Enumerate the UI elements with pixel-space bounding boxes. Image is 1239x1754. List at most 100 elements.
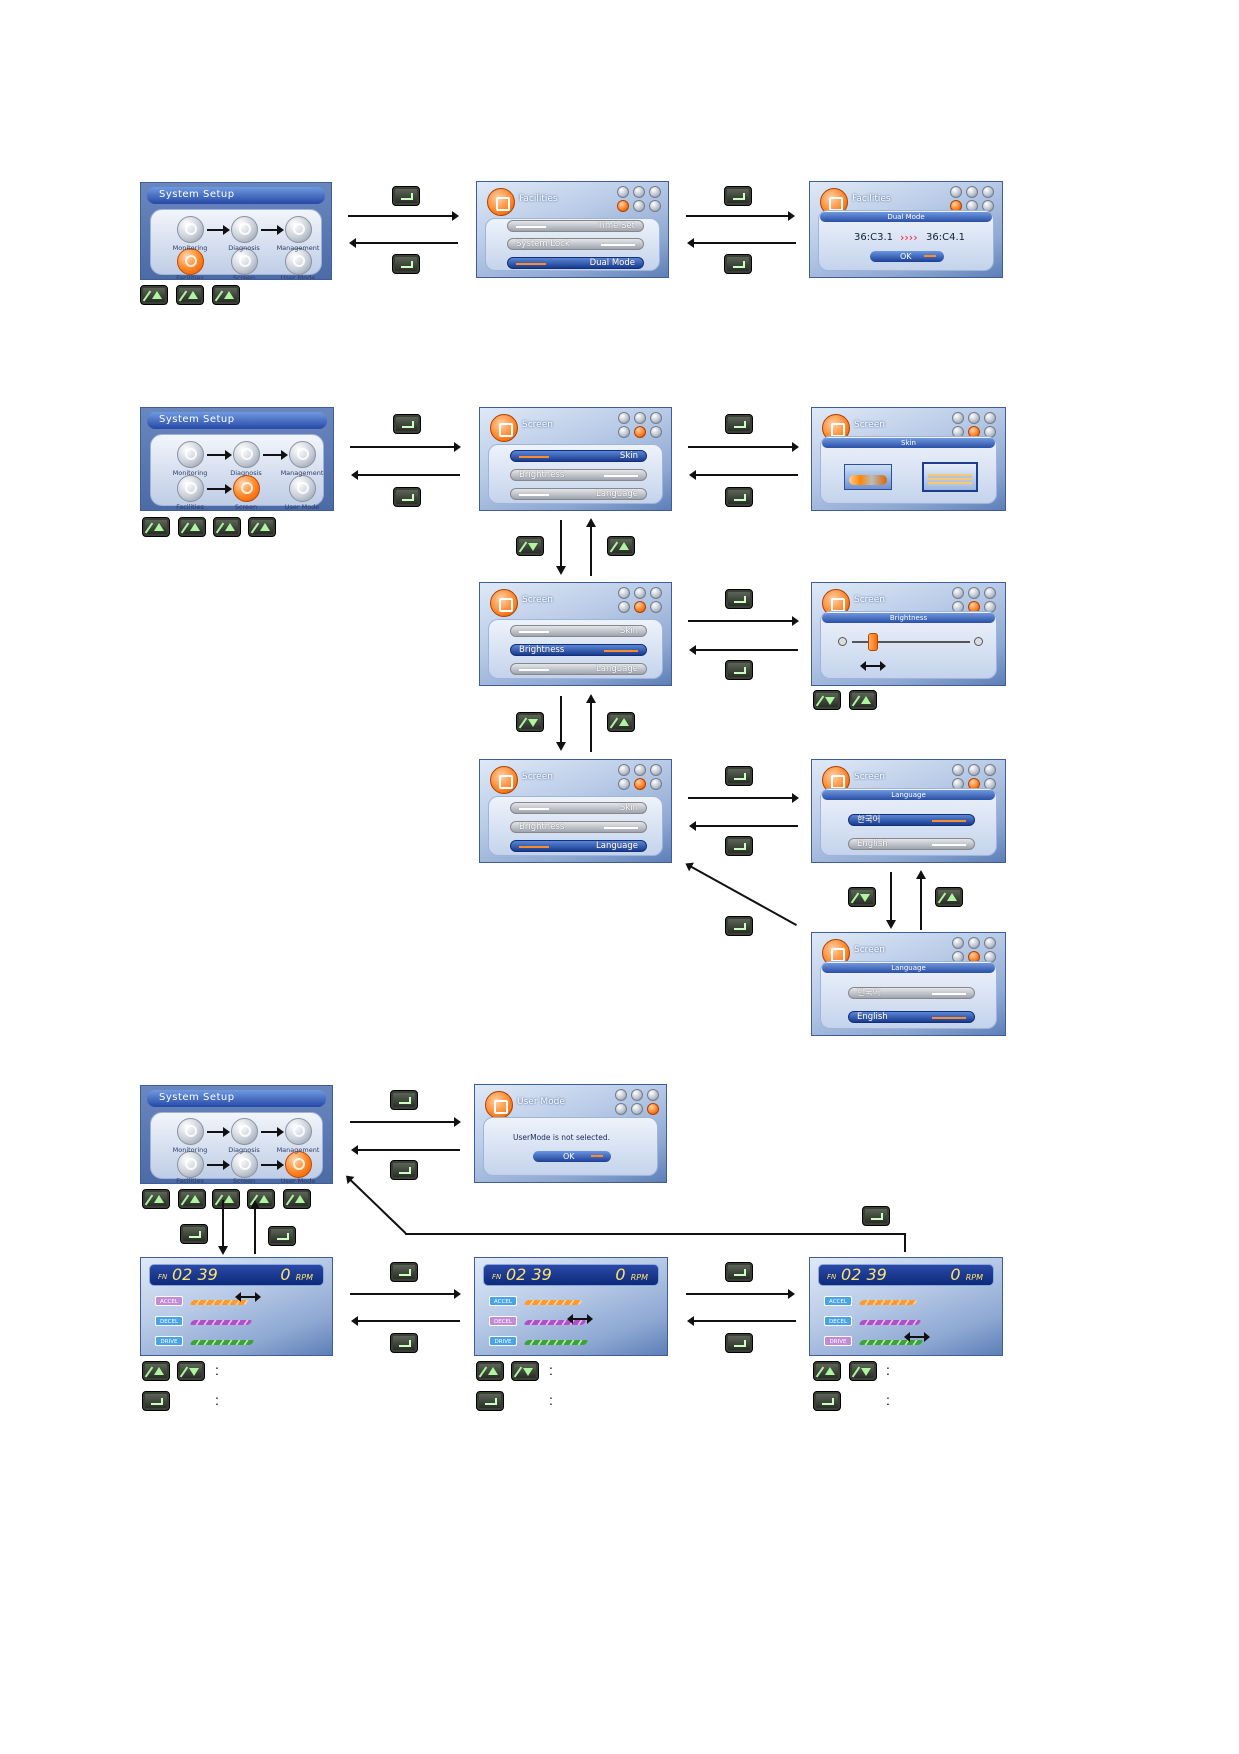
accel-tag[interactable]: ACCEL — [824, 1296, 852, 1306]
option-language[interactable]: Language — [510, 663, 647, 675]
language-panel-korean: Screen Language 한국어 English — [811, 759, 1006, 863]
mini-icon — [615, 1089, 627, 1101]
enter-key-icon — [813, 1391, 841, 1411]
drive-tag[interactable]: DRIVE — [824, 1336, 852, 1346]
option-brightness[interactable]: Brightness — [510, 469, 647, 481]
mini-icon — [634, 412, 646, 424]
up-arrow — [590, 526, 592, 576]
option-skin[interactable]: Skin — [510, 802, 647, 814]
option-english[interactable]: English — [848, 838, 975, 850]
up-key-icon — [935, 887, 963, 907]
option-language[interactable]: Language — [510, 840, 647, 852]
user-mode-icon[interactable] — [285, 248, 312, 275]
menu-area: Monitoring Diagnosis Management Faciliti… — [150, 1112, 323, 1183]
facilities-panel: Facilities Time Set System Lock Dual Mod… — [476, 181, 669, 278]
management-icon[interactable] — [285, 216, 312, 243]
label-management: Management — [276, 1146, 320, 1154]
time-readout: 02 39 — [841, 1265, 887, 1284]
plus-icon[interactable] — [974, 637, 983, 646]
dialog-header: Brightness — [822, 613, 995, 623]
facilities-icon[interactable] — [177, 1151, 204, 1178]
mini-icon — [968, 412, 980, 424]
screen-panel-brightness: Screen Skin Brightness Language — [479, 582, 672, 686]
mini-icon — [618, 587, 630, 599]
left-right-arrow-icon — [860, 661, 886, 671]
skin-option-1[interactable] — [844, 464, 892, 490]
diagnosis-icon[interactable] — [231, 216, 258, 243]
management-icon[interactable] — [285, 1118, 312, 1145]
rpm-value: 0 — [615, 1265, 626, 1284]
down-key-icon — [511, 1361, 539, 1381]
drive-tag[interactable]: DRIVE — [155, 1336, 183, 1346]
ok-button[interactable]: OK — [870, 251, 944, 262]
monitoring-icon[interactable] — [177, 441, 204, 468]
monitoring-icon[interactable] — [177, 216, 204, 243]
facilities-icon[interactable] — [177, 248, 204, 275]
screen-icon[interactable] — [231, 248, 258, 275]
decel-tag[interactable]: DECEL — [155, 1316, 183, 1326]
decel-tag[interactable]: DECEL — [824, 1316, 852, 1326]
enter-key-icon — [725, 414, 753, 434]
diagnosis-icon[interactable] — [233, 441, 260, 468]
brightness-slider-handle[interactable] — [868, 633, 878, 651]
facilities-icon[interactable] — [177, 475, 204, 502]
return-arrow — [348, 1178, 407, 1234]
arrow-icon — [207, 484, 232, 494]
screen-panel-language: Screen Skin Brightness Language — [479, 759, 672, 863]
accel-tag[interactable]: ACCEL — [155, 1296, 183, 1306]
fn-label: FN — [492, 1273, 502, 1281]
option-brightness[interactable]: Brightness — [510, 644, 647, 656]
management-icon[interactable] — [289, 441, 316, 468]
option-dual-mode[interactable]: Dual Mode — [507, 257, 644, 269]
monitoring-icon[interactable] — [177, 1118, 204, 1145]
skin-preview-icon — [928, 474, 972, 486]
back-arrow — [694, 649, 798, 651]
option-english[interactable]: English — [848, 1011, 975, 1023]
decel-tag[interactable]: DECEL — [489, 1316, 517, 1326]
option-system-lock[interactable]: System Lock — [507, 238, 644, 250]
option-korean[interactable]: 한국어 — [848, 814, 975, 826]
down-key-icon — [849, 1361, 877, 1381]
label-facilities: Facilities — [176, 1177, 204, 1184]
accel-tag[interactable]: ACCEL — [489, 1296, 517, 1306]
up-key-icon — [140, 285, 168, 305]
diagnosis-icon[interactable] — [231, 1118, 258, 1145]
enter-key-icon — [725, 766, 753, 786]
option-skin[interactable]: Skin — [510, 450, 647, 462]
monitor-panel-accel: FN 02 39 0 RPM ACCEL DECEL DRIVE — [140, 1257, 333, 1356]
up-arrow — [590, 702, 592, 752]
forward-arrow — [686, 211, 795, 221]
mini-icon — [984, 412, 996, 424]
screen-icon[interactable] — [233, 475, 260, 502]
minus-icon[interactable] — [838, 637, 847, 646]
return-line — [405, 1233, 906, 1235]
label-monitoring: Monitoring — [172, 469, 208, 477]
arrowhead-icon — [586, 518, 596, 527]
decel-bar — [523, 1320, 587, 1325]
mini-icon — [618, 601, 630, 613]
screen-icon[interactable] — [231, 1151, 258, 1178]
ok-button[interactable]: OK — [533, 1151, 611, 1162]
option-brightness[interactable]: Brightness — [510, 821, 647, 833]
dual-mode-panel: Facilities Dual Mode 36:C3.1 ›››› 36:C4.… — [809, 181, 1003, 278]
mini-icon — [984, 764, 996, 776]
option-korean[interactable]: 한국어 — [848, 987, 975, 999]
user-mode-icon[interactable] — [285, 1151, 312, 1178]
option-skin[interactable]: Skin — [510, 625, 647, 637]
dialog-header: Dual Mode — [820, 212, 992, 222]
skin-option-2[interactable] — [922, 462, 978, 492]
option-language[interactable]: Language — [510, 488, 647, 500]
panel-title: Screen — [522, 595, 553, 605]
screen-icon — [490, 766, 518, 794]
option-time-set[interactable]: Time Set — [507, 220, 644, 232]
drive-tag[interactable]: DRIVE — [489, 1336, 517, 1346]
label-screen: Screen — [232, 274, 256, 280]
user-mode-icon[interactable] — [289, 475, 316, 502]
back-arrow — [694, 825, 798, 827]
panel-title: Screen — [522, 420, 553, 430]
back-arrow — [356, 1320, 460, 1322]
mini-icon — [649, 186, 661, 198]
return-line — [904, 1234, 906, 1252]
rpm-unit: RPM — [630, 1273, 648, 1282]
label-screen: Screen — [232, 1177, 256, 1184]
